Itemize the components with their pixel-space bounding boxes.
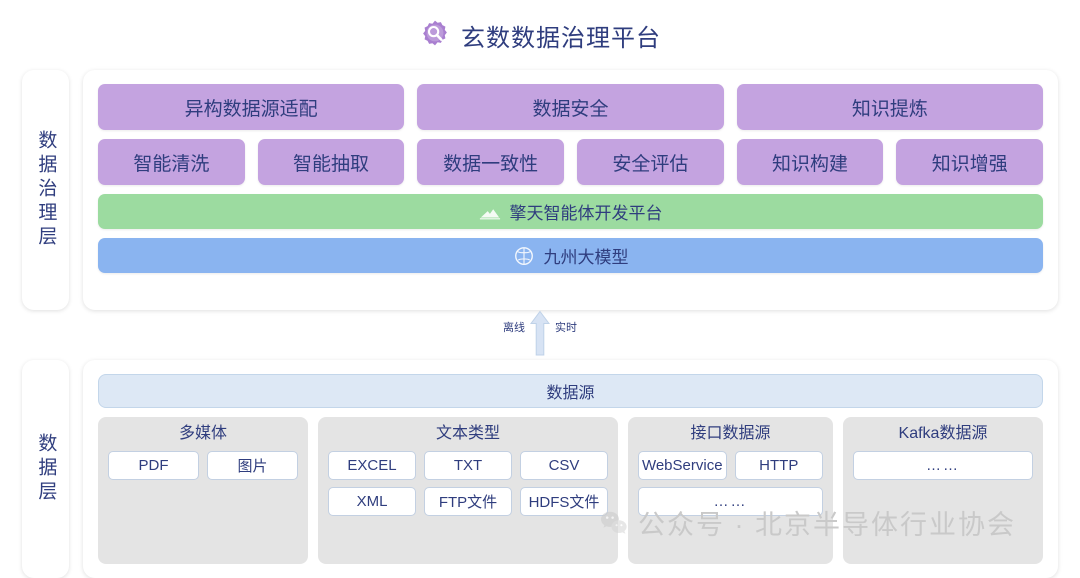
- governance-layer-label-text: 数据治理层: [35, 130, 57, 250]
- data-layer-row: 数据层 数据源 多媒体 PDF 图片 文本类型 EXCEL TXT CSV: [0, 360, 1080, 578]
- group-kafka-source-row-1: ……: [853, 450, 1033, 480]
- group-api-source: 接口数据源 WebService HTTP ……: [628, 417, 833, 564]
- group-api-source-title: 接口数据源: [690, 425, 771, 442]
- chip-hdfs-file[interactable]: HDFS文件: [520, 486, 608, 516]
- group-api-source-row-2: ……: [638, 486, 823, 516]
- group-multimedia-title: 多媒体: [178, 425, 227, 442]
- chip-kafka-more[interactable]: ……: [853, 450, 1033, 480]
- capability-item-assessment[interactable]: 安全评估: [577, 139, 724, 185]
- data-layer-label-text: 数据层: [35, 433, 57, 505]
- chip-webservice[interactable]: WebService: [638, 450, 727, 480]
- chip-csv[interactable]: CSV: [520, 450, 608, 480]
- chip-image[interactable]: 图片: [207, 450, 298, 480]
- chip-api-more[interactable]: ……: [638, 486, 823, 516]
- capability-block-security[interactable]: 数据安全: [417, 84, 724, 130]
- data-source-groups: 多媒体 PDF 图片 文本类型 EXCEL TXT CSV XML FTP文件 …: [98, 417, 1043, 564]
- chip-xml[interactable]: XML: [328, 486, 416, 516]
- group-text-type-title: 文本类型: [435, 425, 500, 442]
- data-layer-label: 数据层: [22, 360, 69, 578]
- layer-connector: 离线 实时: [0, 310, 1080, 360]
- capability-block-adapter[interactable]: 异构数据源适配: [98, 84, 405, 130]
- connector-label-realtime: 实时: [555, 322, 577, 334]
- group-text-type-row-1: EXCEL TXT CSV: [328, 450, 608, 480]
- capability-item-kg-build[interactable]: 知识构建: [736, 139, 884, 185]
- llm-band[interactable]: 九州大模型: [98, 238, 1043, 273]
- page-title: 玄数数据治理平台: [461, 24, 661, 52]
- governance-top-row: 异构数据源适配 数据安全 知识提炼: [98, 84, 1043, 130]
- capability-item-kg-enhance[interactable]: 知识增强: [896, 139, 1044, 185]
- group-api-source-row-1: WebService HTTP: [638, 450, 823, 480]
- data-source-bar[interactable]: 数据源: [98, 374, 1043, 408]
- chip-pdf[interactable]: PDF: [108, 450, 199, 480]
- data-panel: 数据源 多媒体 PDF 图片 文本类型 EXCEL TXT CSV XM: [83, 360, 1058, 578]
- group-multimedia-row-1: PDF 图片: [108, 450, 298, 480]
- agent-platform-label: 擎天智能体开发平台: [509, 204, 663, 223]
- llm-label: 九州大模型: [543, 248, 629, 267]
- arrow-up-icon: [529, 310, 551, 356]
- chip-ftp-file[interactable]: FTP文件: [424, 486, 512, 516]
- governance-sub-row: 智能清洗 智能抽取 数据一致性 安全评估 知识构建 知识增强: [98, 139, 1044, 185]
- agent-platform-band[interactable]: 擎天智能体开发平台: [98, 194, 1043, 229]
- gear-search-icon: [419, 19, 451, 51]
- page-header: 玄数数据治理平台: [0, 0, 1080, 70]
- chip-http[interactable]: HTTP: [734, 450, 823, 480]
- brain-icon: [513, 245, 535, 267]
- group-text-type: 文本类型 EXCEL TXT CSV XML FTP文件 HDFS文件: [318, 417, 618, 564]
- capability-item-clean[interactable]: 智能清洗: [98, 139, 245, 185]
- group-kafka-source: Kafka数据源 ……: [843, 417, 1043, 564]
- mountain-icon: [479, 201, 501, 223]
- governance-layer-label: 数据治理层: [22, 70, 69, 310]
- group-kafka-source-title: Kafka数据源: [898, 425, 988, 442]
- governance-panel: 异构数据源适配 数据安全 知识提炼 智能清洗 智能抽取 数据一致性 安全评估 知…: [83, 70, 1058, 310]
- group-text-type-row-2: XML FTP文件 HDFS文件: [328, 486, 608, 516]
- connector-label-offline: 离线: [503, 322, 525, 334]
- capability-block-knowledge[interactable]: 知识提炼: [736, 84, 1043, 130]
- group-multimedia: 多媒体 PDF 图片: [98, 417, 308, 564]
- chip-txt[interactable]: TXT: [424, 450, 512, 480]
- capability-item-extract[interactable]: 智能抽取: [257, 139, 405, 185]
- governance-layer-row: 数据治理层 异构数据源适配 数据安全 知识提炼 智能清洗 智能抽取 数据一致性 …: [0, 70, 1080, 310]
- capability-item-consistency[interactable]: 数据一致性: [417, 139, 565, 185]
- chip-excel[interactable]: EXCEL: [328, 450, 416, 480]
